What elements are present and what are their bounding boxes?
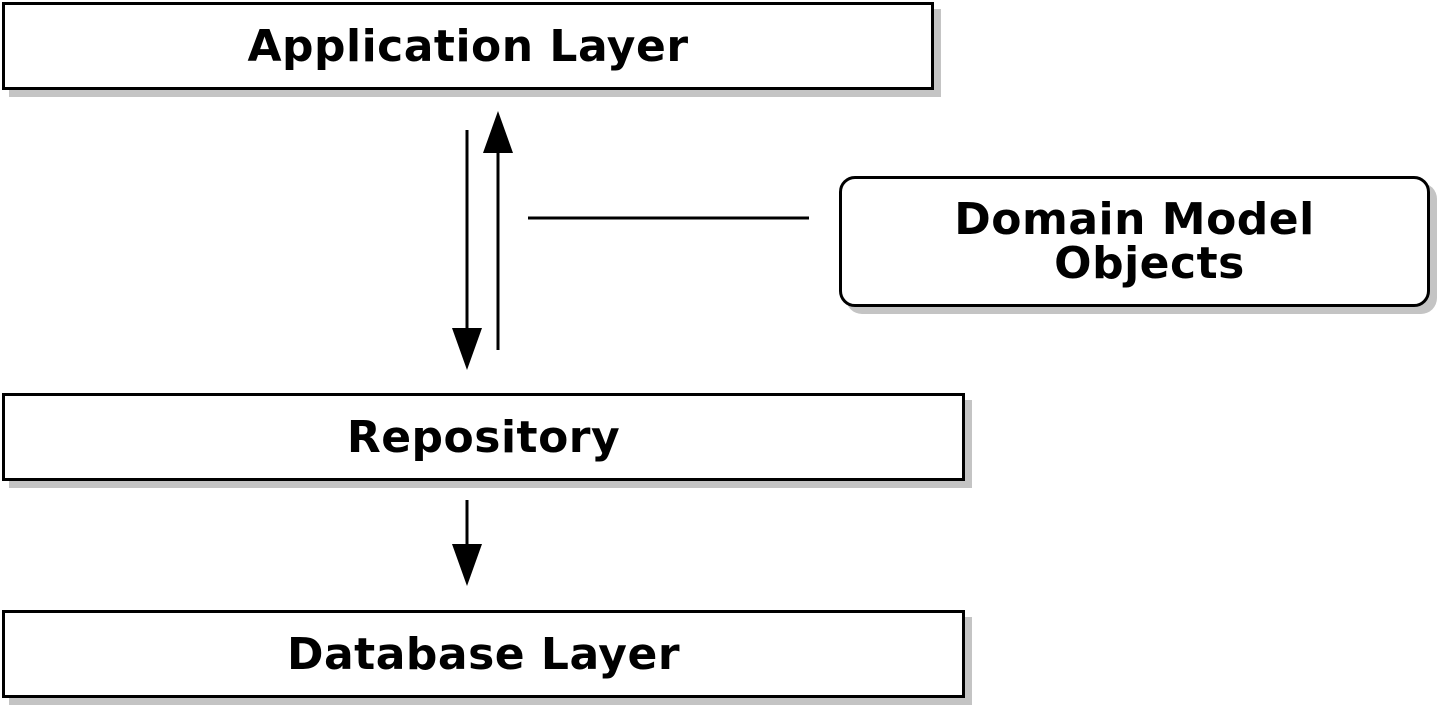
domain-model-objects-line-1: Domain Model — [954, 193, 1315, 245]
domain-model-objects-line-2: Objects — [1054, 237, 1245, 289]
arrow-app-to-repository — [452, 130, 482, 370]
arrow-repository-to-app — [483, 111, 513, 350]
application-layer-box: Application Layer — [2, 2, 934, 90]
domain-model-objects-box: Domain Model Objects — [839, 176, 1430, 307]
repository-label: Repository — [346, 411, 621, 463]
database-layer-box: Database Layer — [2, 610, 965, 698]
repository-box: Repository — [2, 393, 965, 481]
application-layer-label: Application Layer — [247, 20, 689, 72]
database-layer-label: Database Layer — [286, 628, 681, 680]
domain-model-objects-label: Domain Model Objects — [954, 193, 1315, 289]
arrow-repository-to-database — [452, 500, 482, 586]
